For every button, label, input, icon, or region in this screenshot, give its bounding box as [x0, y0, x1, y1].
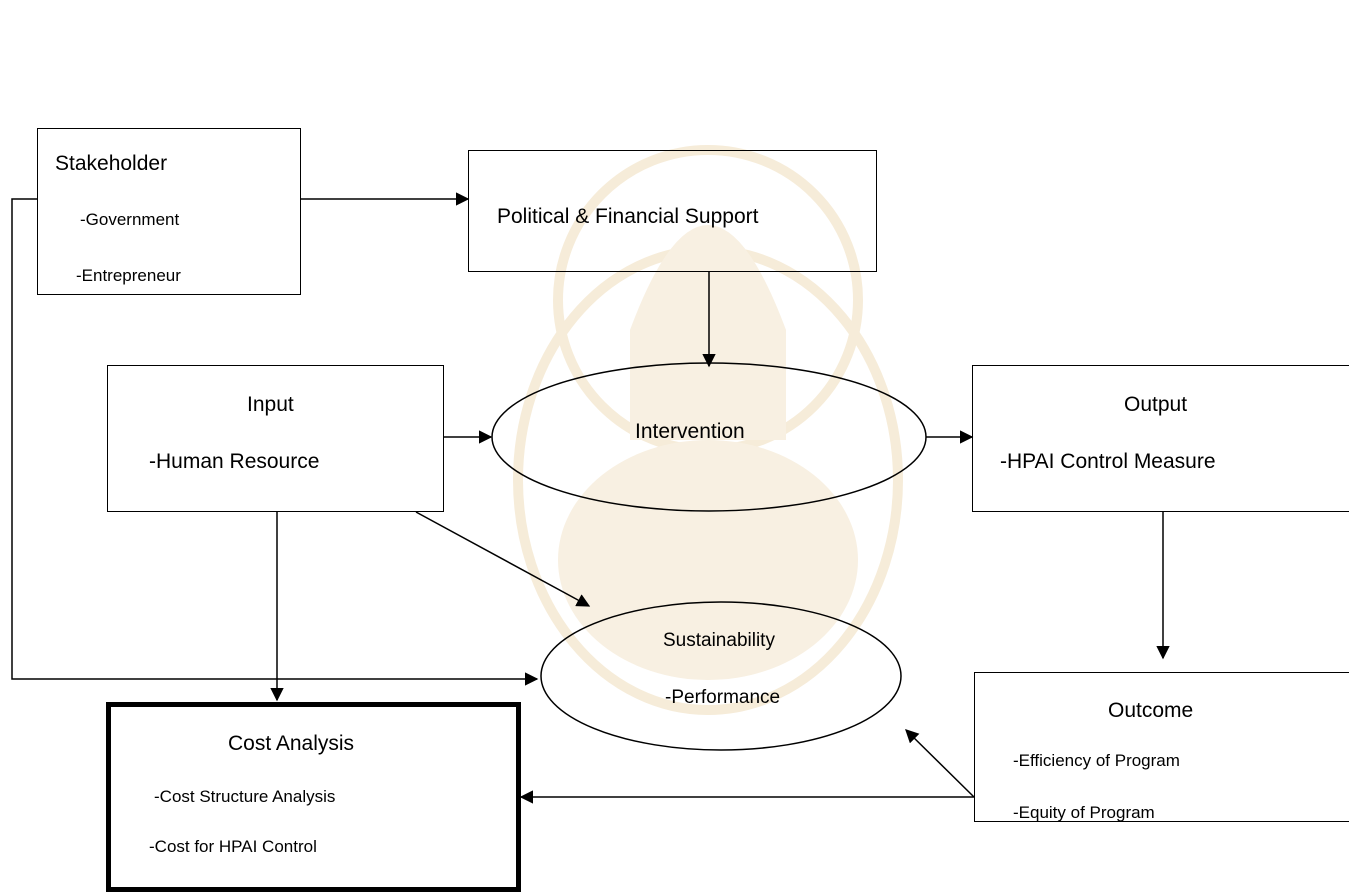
sustainability-item-performance: -Performance [665, 687, 781, 708]
sustainability-title: Sustainability [663, 630, 775, 651]
outcome-title: Outcome [1108, 699, 1194, 722]
output-item-hpai-control-measure: -HPAI Control Measure [1000, 450, 1216, 473]
support-box [468, 150, 877, 272]
stakeholder-item-entrepreneur: -Entrepreneur [76, 266, 181, 285]
university-seal-watermark [513, 145, 903, 715]
outcome-box [974, 672, 1349, 822]
cost-analysis-title: Cost Analysis [228, 732, 355, 755]
stakeholder-box [37, 128, 301, 295]
arrow-outcome-to-sustainability [905, 729, 975, 798]
output-title: Output [1124, 393, 1188, 416]
arrow-input-to-sustainability [415, 511, 591, 607]
outcome-item-efficiency: -Efficiency of Program [1013, 751, 1180, 770]
intervention-title: Intervention [635, 420, 745, 443]
support-title: Political & Financial Support [497, 205, 759, 228]
stakeholder-item-government: -Government [80, 210, 180, 229]
outcome-item-equity: -Equity of Program [1013, 803, 1155, 822]
cost-item-hpai-control: -Cost for HPAI Control [149, 837, 317, 856]
intervention-ellipse [491, 362, 927, 512]
output-box [972, 365, 1349, 512]
connector-layer [11, 192, 1170, 804]
sustainability-ellipse [540, 601, 902, 751]
input-item-human-resource: -Human Resource [149, 450, 320, 473]
input-box [107, 365, 444, 512]
cost-item-structure-analysis: -Cost Structure Analysis [154, 787, 336, 806]
arrow-stakeholder-to-sustainability [11, 198, 539, 686]
input-title: Input [247, 393, 294, 416]
stakeholder-title: Stakeholder [55, 152, 168, 175]
